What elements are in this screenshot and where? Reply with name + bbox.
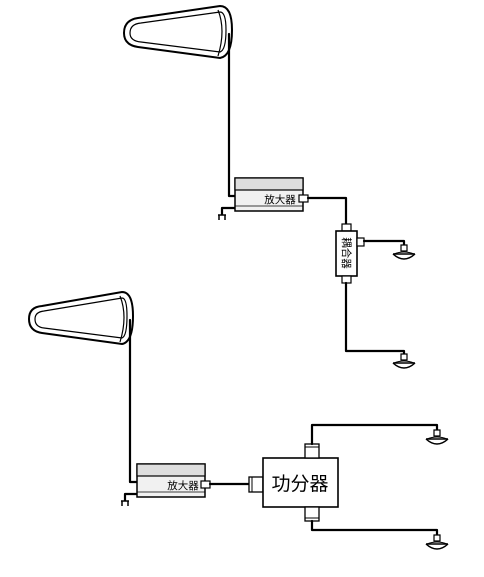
ceiling-antenna-1b — [392, 353, 416, 369]
amplifier-1-label: 放大器 — [264, 193, 296, 206]
donor-antenna-2 — [27, 290, 135, 346]
divider-output-2-cable — [310, 519, 439, 540]
coupler-label: 耦合器 — [340, 237, 353, 269]
ceiling-antenna-2b — [425, 534, 449, 550]
power-divider: 功分器 — [248, 443, 339, 522]
donor-antenna-1 — [122, 4, 234, 60]
coupler-branch-a-cable — [362, 239, 406, 252]
donor-cable-2 — [128, 318, 139, 484]
amplifier-1: 放大器 — [234, 177, 309, 212]
ceiling-antenna-2a — [425, 429, 449, 445]
power-plug-1 — [218, 206, 237, 220]
power-plug-2 — [121, 492, 139, 506]
amplifier-2-label: 放大器 — [167, 479, 199, 492]
amplifier-2: 放大器 — [136, 463, 211, 498]
ceiling-antenna-1a — [392, 244, 416, 260]
amp-to-coupler-cable — [306, 196, 348, 228]
coupler: 耦合器 — [335, 223, 365, 284]
power-divider-label: 功分器 — [271, 473, 328, 495]
divider-output-1-cable — [310, 423, 439, 446]
donor-cable-1 — [227, 32, 237, 198]
coupler-through-cable — [344, 281, 406, 360]
system-2: 放大器 功分器 — [27, 290, 449, 550]
system-1: 放大器 耦合器 — [122, 4, 416, 369]
